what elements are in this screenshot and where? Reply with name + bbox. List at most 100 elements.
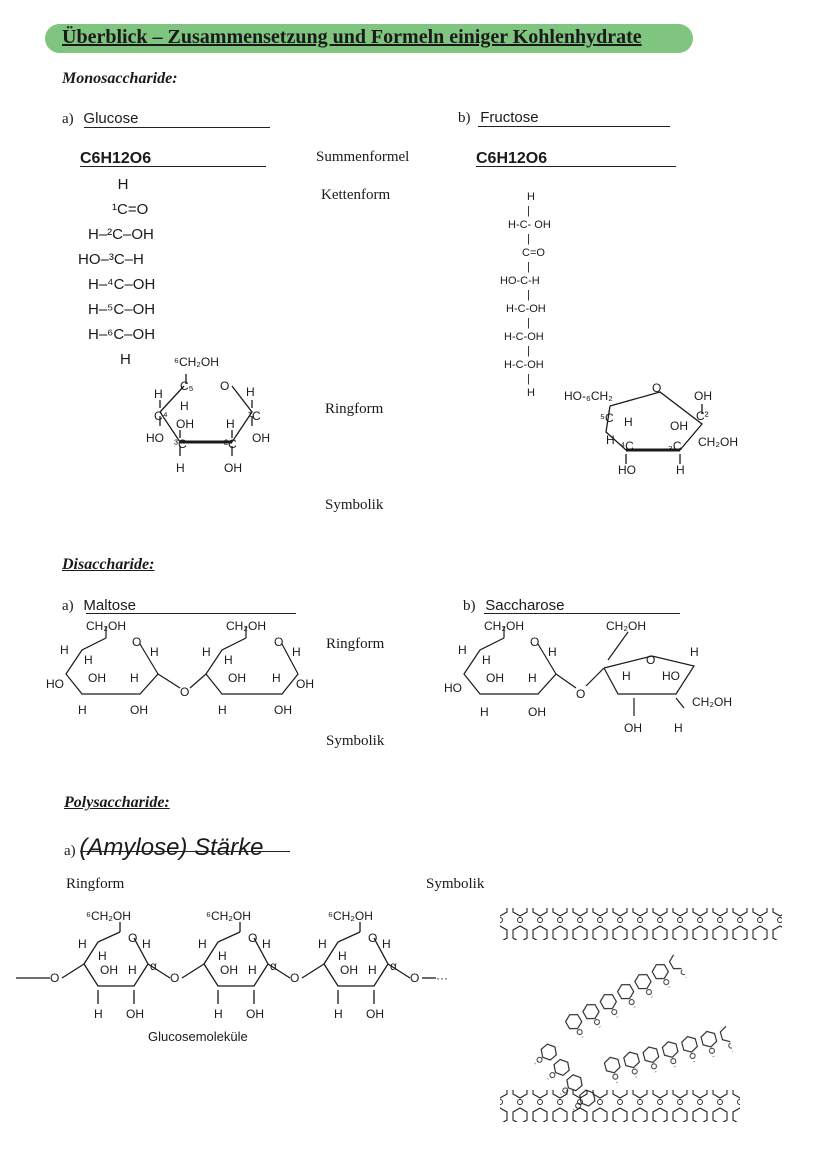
fructose-formula: C6H12O6 <box>476 150 548 167</box>
svg-text:H: H <box>458 643 467 657</box>
svg-text:H: H <box>606 433 615 447</box>
item-prefix: a) <box>62 111 74 127</box>
svg-text:OH: OH <box>130 703 148 717</box>
glucose-molecules-caption: Glucosemoleküle <box>148 1029 248 1044</box>
svg-text:OH: OH <box>126 1007 144 1021</box>
svg-text:O: O <box>180 685 189 699</box>
label-summenformel: Summenformel <box>316 149 410 165</box>
svg-text:OH: OH <box>88 671 106 685</box>
svg-text:⁶CH₂OH: ⁶CH₂OH <box>86 909 131 923</box>
svg-text:H: H <box>248 963 257 977</box>
svg-text:H: H <box>368 963 377 977</box>
starch-heading: a) (Amylose) Stärke <box>64 834 263 862</box>
label-kettenform: Kettenform <box>321 187 391 203</box>
svg-text:HO-₆CH₂: HO-₆CH₂ <box>564 389 613 403</box>
svg-text:H: H <box>334 1007 343 1021</box>
svg-text:H: H <box>318 937 327 951</box>
svg-text:H: H <box>60 643 69 657</box>
chain-row: H-C-OH <box>504 331 544 343</box>
svg-text:H: H <box>218 703 227 717</box>
svg-text:H: H <box>142 937 151 951</box>
section-heading-disaccharide: Disaccharide: <box>62 556 155 573</box>
svg-text:O: O <box>576 687 585 701</box>
svg-text:OH: OH <box>220 963 238 977</box>
svg-text:H: H <box>224 653 233 667</box>
bond: | <box>527 373 530 385</box>
label-ringform: Ringform <box>325 401 384 417</box>
svg-text:···: ··· <box>436 971 448 985</box>
section-heading-monosaccharide: Monosaccharide: <box>62 70 178 87</box>
svg-text:¹C: ¹C <box>248 409 261 423</box>
svg-text:O: O <box>368 931 377 945</box>
svg-text:O: O <box>530 635 539 649</box>
answer-line <box>84 127 270 128</box>
svg-text:OH: OH <box>176 417 194 431</box>
svg-text:α: α <box>150 959 157 973</box>
svg-text:OH: OH <box>100 963 118 977</box>
svg-text:H: H <box>676 463 685 477</box>
chain-row: C=O <box>522 247 545 259</box>
svg-text:H: H <box>292 645 301 659</box>
svg-text:⁶CH₂OH: ⁶CH₂OH <box>174 355 219 369</box>
svg-text:H: H <box>482 653 491 667</box>
svg-text:CH₂OH: CH₂OH <box>606 619 646 633</box>
chain-row: ¹C=O <box>112 201 149 218</box>
bond: | <box>527 205 530 217</box>
svg-text:O: O <box>170 971 179 985</box>
svg-text:H: H <box>674 721 683 735</box>
svg-text:O: O <box>220 379 229 393</box>
chain-row: H <box>117 176 129 193</box>
glucose-ring-structure: ⁶CH₂OH C₅ O H H H C⁴ ¹C OH H HO OH ³C ²C… <box>146 355 270 475</box>
chain-row: H <box>527 387 535 399</box>
branch-chain <box>600 1024 733 1086</box>
answer-line <box>80 851 290 852</box>
svg-text:O: O <box>132 635 141 649</box>
bond: | <box>527 289 530 301</box>
amylose-ring-chain: O O O O ··· ⁶CH₂OH ⁶CH₂OH ⁶CH₂OH O O O H… <box>16 909 448 1021</box>
svg-text:⁴C: ⁴C <box>620 439 634 453</box>
svg-text:²C: ²C <box>224 437 237 451</box>
item-prefix: a) <box>62 598 74 614</box>
section-heading-polysaccharide: Polysaccharide: <box>64 794 170 811</box>
chain-row: H <box>120 351 131 368</box>
maltose-name: Maltose <box>83 597 136 614</box>
svg-text:CH₂OH: CH₂OH <box>86 619 126 633</box>
svg-text:H: H <box>690 645 699 659</box>
glucose-heading: a) Glucose <box>62 110 138 128</box>
answer-line <box>478 126 670 127</box>
svg-text:OH: OH <box>340 963 358 977</box>
svg-text:O: O <box>248 931 257 945</box>
svg-text:H: H <box>84 653 93 667</box>
svg-text:H: H <box>128 963 137 977</box>
label-symbolik: Symbolik <box>325 497 384 513</box>
svg-text:α: α <box>270 959 277 973</box>
svg-text:C⁴: C⁴ <box>154 409 168 423</box>
svg-text:OH: OH <box>366 1007 384 1021</box>
svg-text:O: O <box>50 971 59 985</box>
label-ringform: Ringform <box>66 876 125 892</box>
svg-text:H: H <box>480 705 489 719</box>
svg-text:H: H <box>198 937 207 951</box>
label-symbolik: Symbolik <box>426 876 485 892</box>
svg-text:O: O <box>410 971 419 985</box>
svg-text:OH: OH <box>228 671 246 685</box>
svg-text:H: H <box>176 461 185 475</box>
svg-text:H: H <box>78 703 87 717</box>
svg-text:α: α <box>390 959 397 973</box>
svg-text:HO: HO <box>146 431 164 445</box>
svg-text:OH: OH <box>252 431 270 445</box>
label-ringform: Ringform <box>326 636 385 652</box>
starch-name: (Amylose) Stärke <box>79 834 264 861</box>
fructose-name: Fructose <box>480 109 539 126</box>
svg-text:H: H <box>78 937 87 951</box>
svg-text:H: H <box>130 671 139 685</box>
bond: | <box>527 317 530 329</box>
svg-text:⁶CH₂OH: ⁶CH₂OH <box>328 909 373 923</box>
bond: | <box>527 345 530 357</box>
svg-text:H: H <box>382 937 391 951</box>
svg-text:H: H <box>150 645 159 659</box>
answer-line <box>86 613 296 614</box>
chain-row: H <box>527 191 535 203</box>
page-title: Überblick – Zusammensetzung und Formeln … <box>62 26 642 48</box>
svg-text:OH: OH <box>274 703 292 717</box>
